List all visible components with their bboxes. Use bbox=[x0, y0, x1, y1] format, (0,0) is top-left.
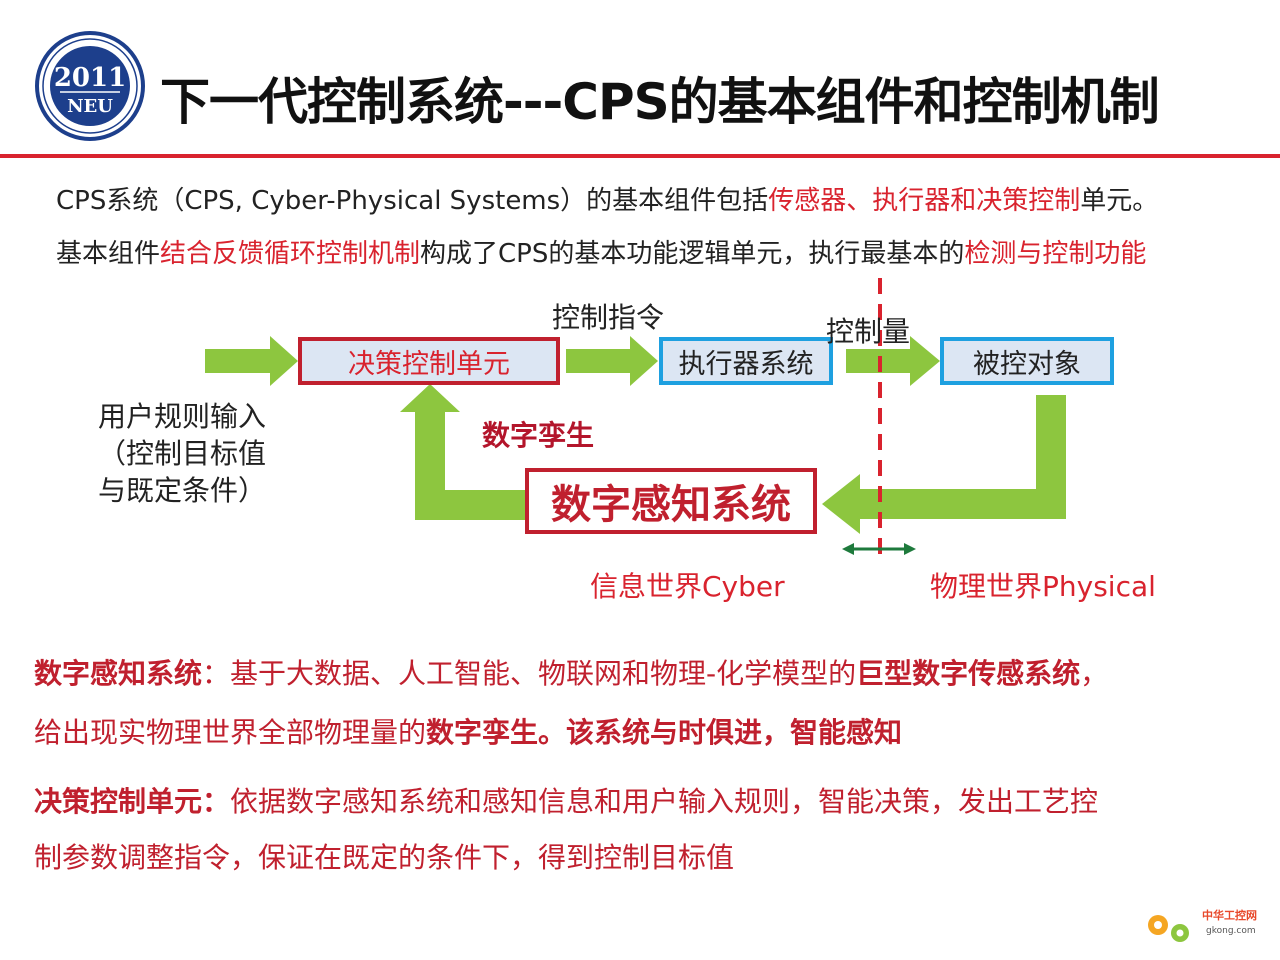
controlled-object-label: 被控对象 bbox=[973, 348, 1081, 380]
intro-line-1: CPS系统（CPS, Cyber-Physical Systems）的基本组件包… bbox=[56, 180, 1158, 217]
decision-desc-line-1: 决策控制单元：依据数字感知系统和感知信息和用户输入规则，智能决策，发出工艺控 bbox=[34, 780, 1098, 820]
actuator-system-label: 执行器系统 bbox=[678, 348, 814, 380]
perception-desc-bold-1: 巨型数字传感系统 bbox=[856, 657, 1081, 690]
user-input-line-3: 与既定条件） bbox=[98, 474, 267, 507]
user-input-label: 用户规则输入 （控制目标值 与既定条件） bbox=[98, 398, 266, 509]
feedback-arrow bbox=[822, 395, 1066, 534]
cyber-world-label: 信息世界Cyber bbox=[590, 570, 785, 603]
digital-perception-system-label: 数字感知系统 bbox=[551, 482, 791, 528]
intro-1-highlight: 传感器、执行器和决策控制 bbox=[768, 186, 1081, 216]
decision-desc-text-1: 依据数字感知系统和感知信息和用户输入规则，智能决策，发出工艺控 bbox=[230, 785, 1099, 818]
decision-control-unit-label: 决策控制单元 bbox=[348, 348, 510, 380]
actuator-system-box: 执行器系统 bbox=[659, 337, 833, 385]
input-arrow bbox=[205, 336, 298, 386]
intro-1-text-c: 单元。 bbox=[1080, 186, 1159, 216]
intro-2-text-c: 构成了CPS的基本功能逻辑单元，执行最基本的 bbox=[420, 239, 965, 269]
user-input-line-1: 用户规则输入 bbox=[98, 400, 267, 433]
watermark-url: gkong.com bbox=[1206, 926, 1256, 936]
watermark-brand: 中华工控网 bbox=[1202, 908, 1257, 922]
decision-desc-line-2: 制参数调整指令，保证在既定的条件下，得到控制目标值 bbox=[34, 836, 734, 876]
command-arrow bbox=[566, 336, 658, 386]
physical-world-label: 物理世界Physical bbox=[930, 570, 1156, 603]
intro-2-text-a: 基本组件 bbox=[56, 239, 161, 269]
user-input-line-2: （控制目标值 bbox=[98, 437, 267, 470]
perception-desc-line-2: 给出现实物理世界全部物理量的数字孪生。该系统与时俱进，智能感知 bbox=[34, 711, 902, 751]
decision-desc-text-2: 制参数调整指令，保证在既定的条件下，得到控制目标值 bbox=[34, 841, 735, 874]
decision-desc-term: 决策控制单元： bbox=[34, 785, 231, 818]
intro-2-highlight-1: 结合反馈循环控制机制 bbox=[160, 239, 421, 269]
twin-feedback-arrow bbox=[400, 384, 527, 520]
perception-desc-text-3: 给出现实物理世界全部物理量的 bbox=[34, 716, 427, 749]
digital-twin-label: 数字孪生 bbox=[482, 419, 595, 452]
decision-control-unit-box: 决策控制单元 bbox=[298, 337, 560, 385]
intro-2-highlight-2: 检测与控制功能 bbox=[964, 239, 1147, 269]
perception-desc-text-1: ：基于大数据、人工智能、物联网和物理-化学模型的 bbox=[202, 657, 857, 690]
logo-abbr: NEU bbox=[67, 96, 113, 117]
perception-desc-text-2: ， bbox=[1080, 657, 1109, 690]
cps-diagram bbox=[205, 278, 1066, 558]
intro-line-2: 基本组件结合反馈循环控制机制构成了CPS的基本功能逻辑单元，执行最基本的检测与控… bbox=[56, 233, 1146, 270]
perception-desc-line-1: 数字感知系统：基于大数据、人工智能、物联网和物理-化学模型的巨型数字传感系统， bbox=[34, 652, 1108, 692]
controlled-object-box: 被控对象 bbox=[940, 337, 1114, 385]
control-command-label: 控制指令 bbox=[552, 301, 665, 334]
page-title: 下一代控制系统---CPS的基本组件和控制机制 bbox=[160, 73, 1160, 131]
neu-logo: 2011 NEU bbox=[35, 31, 145, 141]
boundary-double-arrow bbox=[842, 543, 916, 555]
digital-perception-system-box: 数字感知系统 bbox=[525, 468, 817, 534]
gear-icon bbox=[1148, 915, 1189, 942]
perception-desc-term: 数字感知系统 bbox=[34, 657, 203, 690]
intro-1-text-a: CPS系统（CPS, Cyber-Physical Systems）的基本组件包… bbox=[56, 186, 769, 216]
gkong-watermark: 中华工控网 gkong.com bbox=[1148, 908, 1257, 942]
perception-desc-bold-2: 数字孪生。该系统与时俱进，智能感知 bbox=[426, 716, 903, 749]
control-quantity-label: 控制量 bbox=[826, 315, 911, 348]
title-divider bbox=[0, 154, 1280, 158]
logo-year: 2011 bbox=[54, 63, 126, 93]
